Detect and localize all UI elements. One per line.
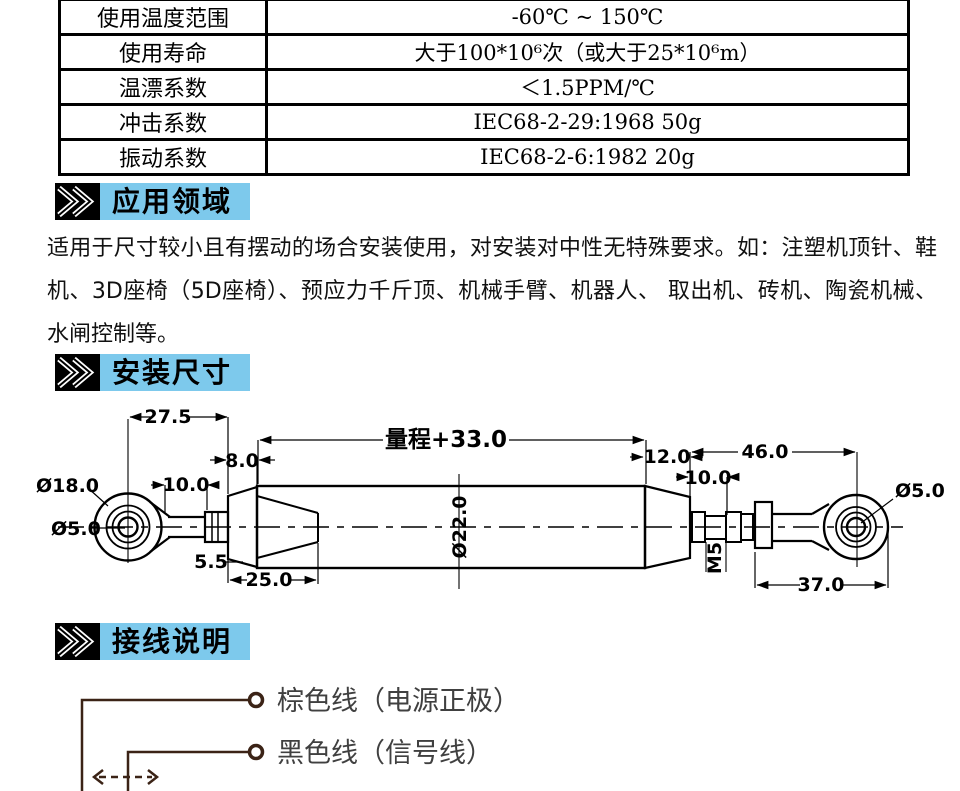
dim-thread-size: M5 [704, 542, 726, 574]
section-header-wiring: 接线说明 [55, 623, 251, 660]
spec-label: 冲击系数 [58, 103, 268, 141]
dim-dia-hole-left: Ø5.0 [51, 518, 101, 540]
spec-value: IEC68-2-29:1968 50g [265, 103, 910, 141]
table-row: 冲击系数 IEC68-2-29:1968 50g [58, 103, 910, 141]
stroke-arrow-left [91, 769, 104, 785]
table-row: 使用温度范围 -60℃ ~ 150℃ [58, 0, 910, 36]
section-title-wiring: 接线说明 [100, 623, 251, 660]
black-wire-label: 黑色线（信号线） [277, 738, 493, 769]
spec-label: 振动系数 [58, 138, 268, 176]
table-row: 振动系数 IEC68-2-6:1982 20g [58, 138, 910, 176]
dim-front-length: 25.0 [246, 569, 293, 591]
dim-rod-end-length: 37.0 [798, 574, 845, 596]
section-header-installation: 安装尺寸 [55, 354, 251, 391]
dim-dia-body: Ø22.0 [449, 495, 471, 558]
application-text: 适用于尺寸较小且有摆动的场合安装使用，对安装对中性无特殊要求。如：注塑机顶针、鞋… [47, 236, 937, 347]
dim-dia-outer: Ø18.0 [36, 475, 99, 497]
wiring-diagram: 棕色线（电源正极） 黑色线（信号线） [80, 686, 520, 791]
spec-label: 使用寿命 [58, 33, 268, 71]
dim-left-end-length: 27.5 [145, 406, 192, 428]
spec-value: -60℃ ~ 150℃ [265, 0, 910, 36]
dim-rod-length: 46.0 [742, 441, 789, 463]
double-chevron-icon [55, 354, 100, 391]
section-title-application: 应用领域 [100, 183, 251, 220]
section-title-installation: 安装尺寸 [100, 354, 251, 391]
brown-wire-label: 棕色线（电源正极） [277, 686, 520, 717]
spec-value: 大于100*10⁶次（或大于25*10⁶m） [265, 33, 910, 71]
dimension-drawing: 27.5 量程+33.0 8.0 10.0 Ø18.0 Ø5.0 5.5 25.… [36, 406, 945, 596]
dim-range-label: 量程+33.0 [385, 427, 507, 453]
dim-nut-gap: 5.5 [194, 551, 228, 573]
dim-shaft-left: 10.0 [163, 474, 210, 496]
table-row: 使用寿命 大于100*10⁶次（或大于25*10⁶m） [58, 33, 910, 71]
stroke-arrow-right [147, 769, 160, 785]
dim-thread-length: 10.0 [685, 467, 732, 489]
dim-cap-length: 12.0 [644, 446, 691, 468]
spec-label: 温漂系数 [58, 68, 268, 106]
spec-value: ＜1.5PPM/℃ [265, 68, 910, 106]
black-wire-line [126, 750, 249, 791]
wire-terminal-icon [247, 691, 265, 709]
dim-front-offset: 8.0 [225, 450, 259, 472]
table-row: 温漂系数 ＜1.5PPM/℃ [58, 68, 910, 106]
double-chevron-icon [55, 183, 100, 220]
spec-table: 使用温度范围 -60℃ ~ 150℃ 使用寿命 大于100*10⁶次（或大于25… [58, 0, 910, 176]
double-chevron-icon [55, 623, 100, 660]
spec-value: IEC68-2-6:1982 20g [265, 138, 910, 176]
wire-terminal-icon [247, 743, 265, 761]
brown-wire-line [80, 698, 249, 791]
spec-label: 使用温度范围 [58, 0, 268, 36]
dim-dia-hole-right: Ø5.0 [895, 480, 945, 502]
section-header-application: 应用领域 [55, 183, 251, 220]
